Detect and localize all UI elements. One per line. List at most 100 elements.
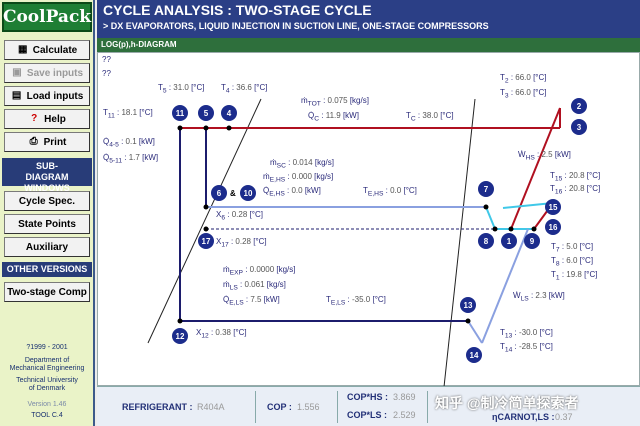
state-point-4[interactable]: 4 [221,105,237,121]
t1-label: T1 : 19.8 [°C] [551,270,598,282]
disk-icon: ▣ [12,67,22,78]
print-button[interactable]: ⎙ Print [4,132,90,152]
msc-label: ṁSC : 0.014 [kg/s] [270,158,334,170]
mls-label: ṁLS : 0.061 [kg/s] [223,280,286,292]
carnot-value: 0.37 [555,412,573,422]
q45-label: Q̇4-5 : 0.1 [kW] [103,137,155,149]
copls-value: 2.529 [393,410,416,420]
t5-label: T5 : 31.0 [°C] [158,83,205,95]
t15-label: T15 : 20.8 [°C] [550,171,601,183]
auxiliary-button[interactable]: Auxiliary [4,237,90,257]
uni-line2: of Denmark [28,385,66,392]
q511-label: Q̇5-11 : 1.7 [kW] [103,153,159,165]
folder-icon: ▤ [11,90,22,101]
t2-label: T2 : 66.0 [°C] [500,73,547,85]
printer-icon: ⎙ [29,136,38,147]
tool-text: TOOL C.4 [31,412,63,419]
wls-label: ẆLS : 2.3 [kW] [513,291,565,303]
version-text: Version 1.46 [27,401,67,408]
refrigerant-value: R404A [197,402,225,412]
state-point-12[interactable]: 12 [172,328,188,344]
ampersand: & [230,189,236,198]
ls-compression-line [481,228,529,344]
load-inputs-button[interactable]: ▤ Load inputs [4,86,90,106]
state-point-10[interactable]: 10 [240,185,256,201]
copyright-text: ?1999 - 2001 [26,344,68,351]
carnot-label: ηCARNOT,LS : [492,412,555,422]
saturation-vapor-line [443,98,476,387]
whs-label: ẆHS : 2.5 [kW] [518,150,571,162]
refrigerant-label: REFRIGERANT : [122,402,193,412]
page-title: CYCLE ANALYSIS : TWO-STAGE CYCLE [103,2,372,18]
state-points-button[interactable]: State Points [4,214,90,234]
results-bar: REFRIGERANT : R404A COP : 1.556 COP*HS :… [97,386,640,426]
state-point-7[interactable]: 7 [478,181,494,197]
state-point-6[interactable]: 6 [211,185,227,201]
print-label: Print [43,136,67,148]
dept-line1: Department of [24,357,70,364]
t7-label: T7 : 5.0 [°C] [551,242,594,254]
qc-label: Q̇C : 11.9 [kW] [308,111,359,123]
question-icon: ? [31,113,38,124]
state-point-11[interactable]: 11 [172,105,188,121]
load-inputs-label: Load inputs [26,90,84,102]
x6-label: X6 : 0.28 [°C] [216,210,263,222]
calculate-button[interactable]: ▦ Calculate [4,40,90,60]
copls-label: COP*LS : [347,410,388,420]
uni-line1: Technical University [16,377,78,384]
t14-label: T14 : -28.5 [°C] [500,342,553,354]
cycle-drawing [147,98,561,387]
watermark: 知乎 @制冷简单探索者 [435,395,579,411]
header: CYCLE ANALYSIS : TWO-STAGE CYCLE > DX EV… [97,0,640,38]
state-point-17[interactable]: 17 [198,233,214,249]
state-point-14[interactable]: 14 [466,347,482,363]
subdiagram-header: SUB-DIAGRAM WINDOWS [2,158,92,193]
ls-superheat [467,320,483,344]
unknown-1: ?? [102,55,111,64]
state-point-9[interactable]: 9 [524,233,540,249]
mexp-label: ṁEXP : 0.0000 [kg/s] [223,265,296,277]
diagram-tab: LOG(p),h-DIAGRAM [97,38,640,52]
t16-label: T16 : 20.8 [°C] [550,184,601,196]
t8-label: T8 : 6.0 [°C] [551,256,594,268]
help-button[interactable]: ? Help [4,109,90,129]
state-point-16[interactable]: 16 [545,219,561,235]
mtot-label: ṁTOT : 0.075 [kg/s] [301,96,369,108]
calculator-icon: ▦ [18,44,28,55]
state-point-13[interactable]: 13 [460,297,476,313]
state-point-2[interactable]: 2 [571,98,587,114]
hs-compression-line [510,107,561,230]
calculate-label: Calculate [32,44,78,56]
cop-value: 1.556 [297,402,320,412]
state-point-1[interactable]: 1 [501,233,517,249]
unknown-2: ?? [102,69,111,78]
state-point-15[interactable]: 15 [545,199,561,215]
cyan-line [485,206,496,230]
page-subtitle: > DX EVAPORATORS, LIQUID INJECTION IN SU… [103,21,489,31]
cycle-spec-button[interactable]: Cycle Spec. [4,191,90,211]
two-stage-comp-button[interactable]: Two-stage Comp [4,282,90,302]
state-point-5[interactable]: 5 [198,105,214,121]
cophs-label: COP*HS : [347,392,389,402]
qehs-label: Q̇E,HS : 0.0 [kW] [263,186,321,198]
dept-line2: Mechanical Engineering [9,365,85,372]
x17-label: X17 : 0.28 [°C] [216,237,267,249]
cop-label: COP : [267,402,292,412]
t13-label: T13 : -30.0 [°C] [500,328,553,340]
t11-label: T11 : 18.1 [°C] [103,108,153,120]
mix-line [502,202,554,209]
help-label: Help [44,113,66,125]
state-point-3[interactable]: 3 [571,119,587,135]
qels-label: Q̇E,LS : 7.5 [kW] [223,295,280,307]
save-inputs-label: Save inputs [26,67,84,79]
tc-label: TC : 38.0 [°C] [406,111,454,123]
t3-label: T3 : 66.0 [°C] [500,88,547,100]
state-point-8[interactable]: 8 [478,233,494,249]
app-logo: CoolPack [2,2,92,32]
save-inputs-button[interactable]: ▣ Save inputs [4,63,90,83]
sidebar: CoolPack ▦ Calculate ▣ Save inputs ▤ Loa… [0,0,95,426]
x12-label: X12 : 0.38 [°C] [196,328,247,340]
tels-label: TE,LS : -35.0 [°C] [326,295,386,307]
saturation-liquid-line [147,98,262,344]
